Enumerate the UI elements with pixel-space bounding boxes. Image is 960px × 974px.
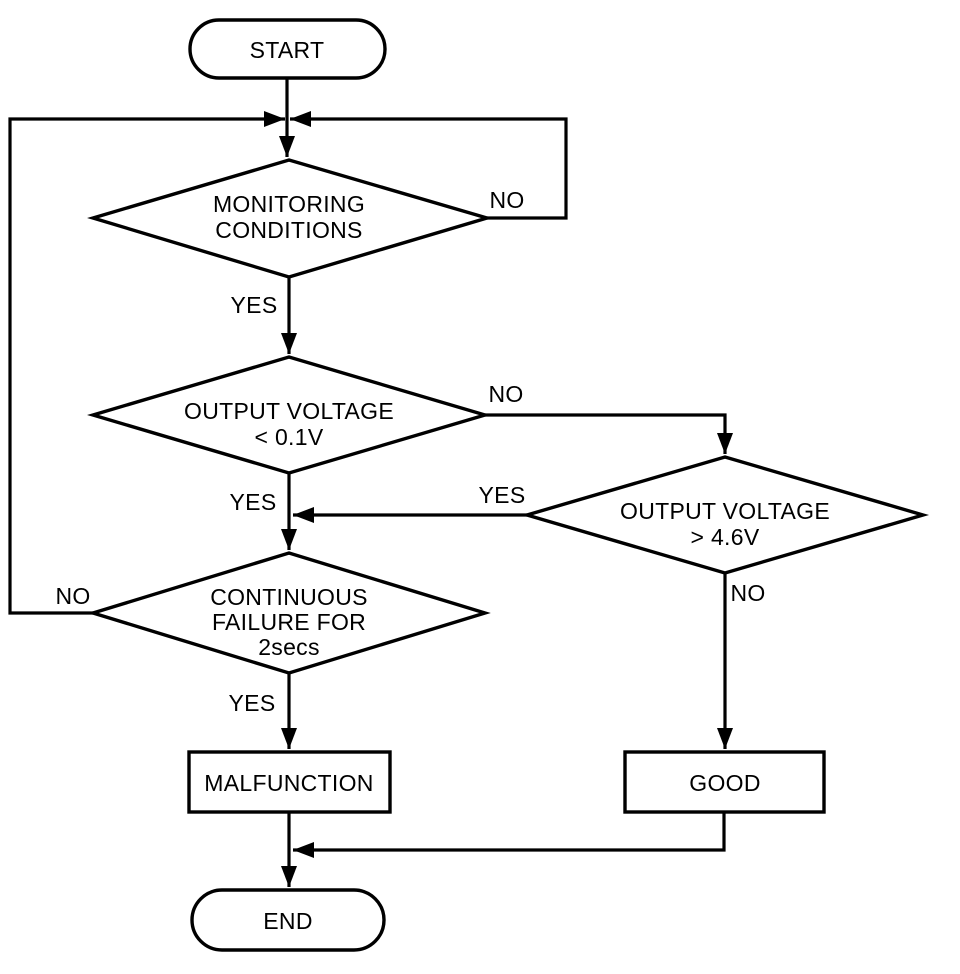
output-voltage-high-decision (520, 455, 930, 575)
edges-layer (8, 78, 733, 887)
output-voltage-high-label-line2: > 4.6V (691, 524, 760, 550)
good-node (623, 750, 826, 814)
start-node-label: START (250, 37, 325, 63)
end-node-label: END (263, 908, 312, 934)
start-node (188, 18, 387, 80)
voltage-high-no-label: NO (730, 580, 765, 606)
monitoring-no-label: NO (489, 187, 524, 213)
monitoring-yes-label: YES (231, 292, 278, 318)
output-voltage-high-label-line1: OUTPUT VOLTAGE (620, 498, 830, 524)
voltage-low-yes-label: YES (230, 489, 277, 515)
continuous-failure-decision (87, 551, 491, 675)
malfunction-node (187, 750, 392, 814)
edge-labels-layer: NO YES NO YES YES NO NO YES (55, 187, 765, 716)
failure-yes-label: YES (229, 690, 276, 716)
edge-monitoring-no-loop (290, 111, 568, 220)
continuous-failure-label-line1: CONTINUOUS (210, 584, 368, 610)
output-voltage-low-decision (87, 355, 491, 475)
continuous-failure-label-line3: 2secs (258, 634, 320, 660)
output-voltage-low-label-line1: OUTPUT VOLTAGE (184, 398, 394, 424)
nodes-layer: START MONITORING CONDITIONS OUTPUT VOLTA… (87, 18, 930, 952)
edge-good-to-end (293, 812, 726, 858)
monitoring-conditions-label-line1: MONITORING (213, 191, 365, 217)
good-node-label: GOOD (689, 770, 760, 796)
monitoring-conditions-decision (87, 158, 493, 279)
edge-failure-no-loop (8, 111, 285, 615)
malfunction-node-label: MALFUNCTION (204, 770, 373, 796)
output-voltage-low-label-line2: < 0.1V (255, 424, 324, 450)
failure-no-label: NO (55, 583, 90, 609)
monitoring-conditions-label-line2: CONDITIONS (215, 217, 362, 243)
voltage-high-yes-label: YES (479, 482, 526, 508)
edge-voltage-low-no (485, 413, 733, 454)
voltage-low-no-label: NO (488, 381, 523, 407)
continuous-failure-label-line2: FAILURE FOR (212, 609, 366, 635)
end-node (190, 888, 386, 952)
